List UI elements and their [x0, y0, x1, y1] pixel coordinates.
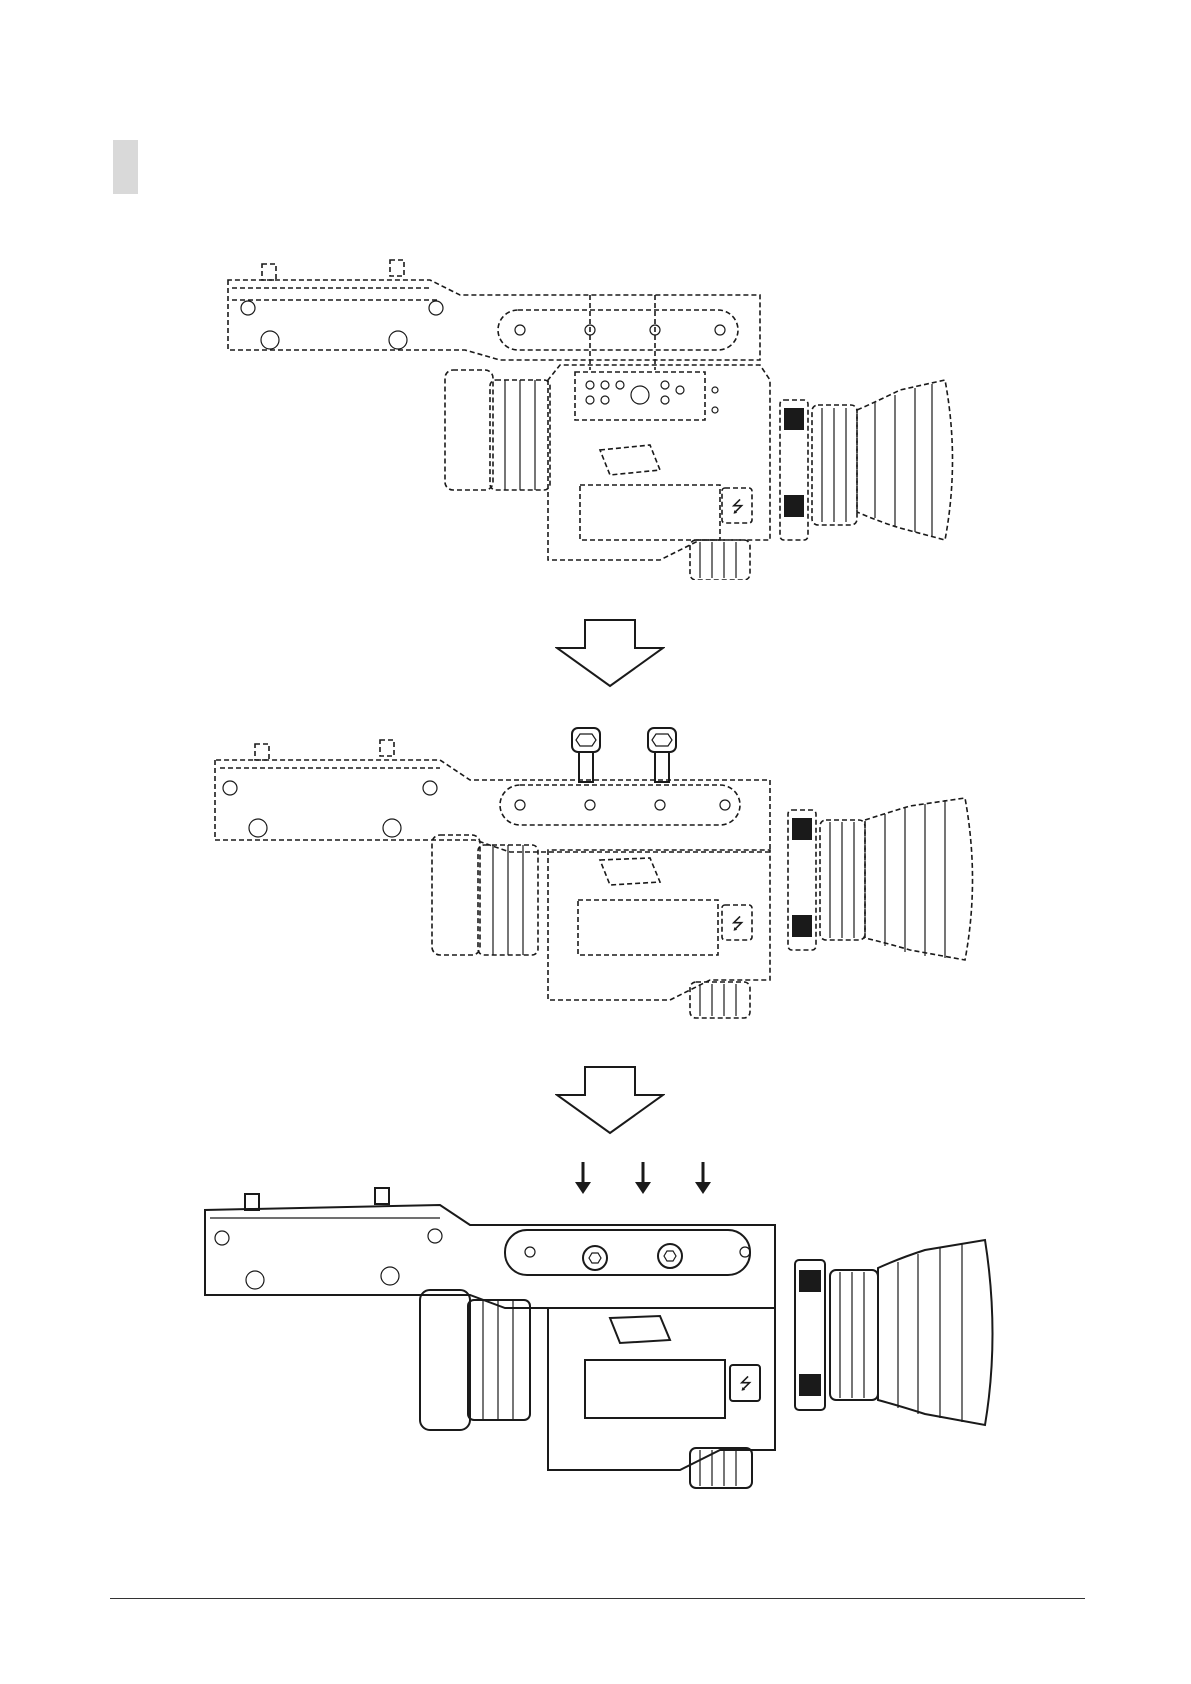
step-arrow-1 — [555, 618, 665, 688]
figure-step-2: ⭍ — [0, 720, 1191, 1020]
mount-bracket — [215, 740, 770, 852]
usb-icon: ⭍ — [731, 497, 744, 516]
thermal-device: ⭍ — [445, 365, 953, 580]
mounting-screw — [572, 728, 600, 782]
vent-pattern — [586, 381, 684, 404]
device-illustration-2: ⭍ — [0, 720, 1191, 1020]
figure-step-1: ⭍ — [0, 250, 1191, 580]
push-arrow — [635, 1162, 651, 1194]
section-marker — [113, 140, 138, 194]
push-arrow — [695, 1162, 711, 1194]
mounting-screw — [648, 728, 676, 782]
mounting-screw — [583, 1246, 607, 1270]
footer-rule — [110, 1598, 1085, 1599]
device-illustration-1: ⭍ — [0, 250, 1191, 580]
device-illustration-3: ⭍ — [0, 1160, 1191, 1490]
push-arrow — [575, 1162, 591, 1194]
thermal-device: ⭍ — [420, 1240, 993, 1488]
figure-step-3: ⭍ — [0, 1160, 1191, 1490]
mount-bracket — [205, 1188, 775, 1308]
usb-icon: ⭍ — [731, 914, 744, 933]
mount-bracket — [228, 260, 760, 370]
step-arrow-2 — [555, 1065, 665, 1135]
mounting-screw — [658, 1244, 682, 1268]
usb-icon: ⭍ — [739, 1374, 752, 1393]
thermal-device: ⭍ — [432, 798, 973, 1018]
